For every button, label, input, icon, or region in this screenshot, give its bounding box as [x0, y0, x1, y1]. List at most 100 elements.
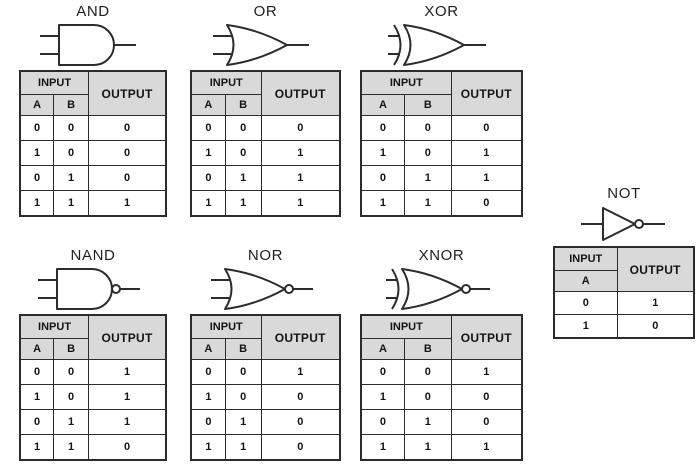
truth-cell: 0	[450, 384, 523, 410]
truth-cell: 0	[190, 115, 226, 141]
truth-cell: 0	[403, 384, 452, 410]
gate-title: OR	[253, 3, 278, 20]
output-header: OUTPUT	[260, 314, 341, 360]
col-b-header: B	[403, 94, 452, 116]
truth-cell: 1	[403, 190, 452, 217]
truth-cell: 0	[53, 359, 90, 385]
truth-cell: 1	[360, 140, 405, 166]
col-b-header: B	[53, 94, 90, 116]
truth-cell: 1	[224, 190, 262, 217]
truth-cell: 0	[260, 409, 341, 435]
not-gate-icon	[581, 207, 665, 241]
truth-cell: 1	[53, 165, 90, 191]
input-header: INPUT	[19, 314, 90, 339]
truth-cell: 0	[19, 165, 55, 191]
truth-cell: 0	[53, 115, 90, 141]
col-a-header: A	[553, 270, 618, 292]
truth-cell: 1	[88, 409, 167, 435]
col-a-header: A	[360, 94, 405, 116]
truth-cell: 0	[19, 409, 55, 435]
truth-cell: 1	[190, 190, 226, 217]
truth-cell: 0	[19, 359, 55, 385]
truth-cell: 1	[88, 190, 167, 217]
truth-cell: 0	[360, 409, 405, 435]
truth-cell: 0	[403, 140, 452, 166]
truth-cell: 1	[360, 434, 405, 461]
input-header: INPUT	[19, 70, 90, 95]
truth-cell: 0	[88, 140, 167, 166]
xnor-gate-icon	[385, 268, 490, 310]
truth-cell: 1	[224, 434, 262, 461]
truth-cell: 1	[190, 384, 226, 410]
output-header: OUTPUT	[88, 70, 167, 116]
truth-cell: 1	[260, 140, 341, 166]
truth-cell: 0	[616, 314, 695, 339]
truth-cell: 0	[224, 359, 262, 385]
col-a-header: A	[190, 94, 226, 116]
truth-cell: 1	[450, 165, 523, 191]
truth-cell: 0	[190, 409, 226, 435]
truth-cell: 1	[190, 434, 226, 461]
output-header: OUTPUT	[450, 314, 523, 360]
truth-cell: 0	[403, 359, 452, 385]
truth-cell: 0	[190, 165, 226, 191]
input-header: INPUT	[553, 246, 618, 271]
truth-cell: 1	[19, 434, 55, 461]
truth-cell: 1	[403, 165, 452, 191]
truth-cell: 0	[53, 140, 90, 166]
truth-cell: 1	[19, 140, 55, 166]
truth-cell: 0	[450, 409, 523, 435]
nand-gate-icon	[38, 268, 140, 310]
or-gate-icon	[212, 24, 309, 66]
gate-title: NOT	[607, 185, 641, 202]
truth-cell: 1	[403, 409, 452, 435]
col-b-header: B	[224, 94, 262, 116]
col-b-header: B	[53, 338, 90, 360]
output-header: OUTPUT	[88, 314, 167, 360]
output-header: OUTPUT	[450, 70, 523, 116]
and-gate-icon	[40, 24, 136, 66]
truth-cell: 0	[450, 115, 523, 141]
input-header: INPUT	[360, 70, 452, 95]
truth-cell: 1	[53, 409, 90, 435]
truth-cell: 0	[450, 190, 523, 217]
truth-cell: 1	[360, 190, 405, 217]
truth-cell: 0	[260, 434, 341, 461]
truth-cell: 0	[360, 359, 405, 385]
truth-cell: 1	[53, 190, 90, 217]
truth-cell: 0	[260, 384, 341, 410]
truth-cell: 0	[190, 359, 226, 385]
truth-cell: 0	[88, 115, 167, 141]
truth-cell: 0	[553, 291, 618, 315]
truth-cell: 0	[53, 384, 90, 410]
col-a-header: A	[360, 338, 405, 360]
nor-gate-icon	[210, 268, 313, 310]
col-a-header: A	[19, 94, 55, 116]
